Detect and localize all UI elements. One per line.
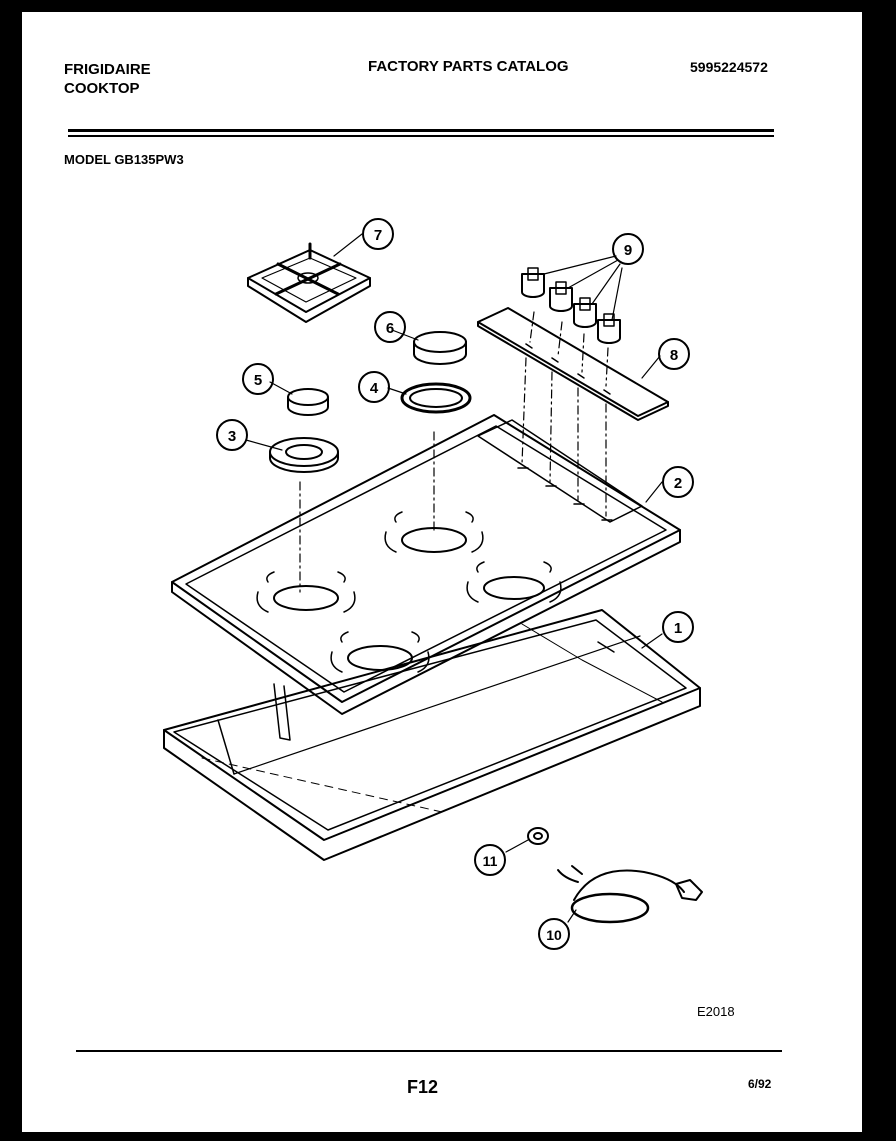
callout-10: 10 — [538, 918, 570, 950]
callout-leaders — [245, 233, 663, 923]
callout-8: 8 — [658, 338, 690, 370]
product-type: COOKTOP — [64, 80, 140, 97]
knob-4 — [597, 313, 621, 344]
part-10-power-cord — [557, 865, 703, 924]
callout-9: 9 — [612, 233, 644, 265]
callout-3-number: 3 — [228, 428, 236, 445]
knob-3 — [573, 297, 597, 328]
callout-5-number: 5 — [254, 372, 262, 389]
model-label: MODEL GB135PW3 — [64, 152, 184, 167]
brand-name: FRIGIDAIRE — [64, 61, 151, 78]
part-2-cooktop-top — [171, 414, 681, 715]
knob-1 — [521, 267, 545, 298]
part-4-burner-ring — [400, 382, 472, 414]
callout-8-number: 8 — [670, 347, 678, 364]
callout-6-number: 6 — [386, 320, 394, 337]
callout-9-number: 9 — [624, 242, 632, 259]
callout-1: 1 — [662, 611, 694, 643]
callout-7: 7 — [362, 218, 394, 250]
part-9-control-knobs — [521, 267, 621, 344]
callout-10-number: 10 — [546, 927, 562, 943]
burner-well-rear-right — [466, 561, 562, 603]
callout-3: 3 — [216, 419, 248, 451]
drawing-code: E2018 — [697, 1004, 735, 1019]
callout-2: 2 — [662, 466, 694, 498]
catalog-part-number: 5995224572 — [690, 59, 768, 75]
part-6-burner-cap — [413, 331, 467, 365]
print-date: 6/92 — [748, 1077, 772, 1091]
page-number: F12 — [407, 1077, 439, 1097]
callout-4: 4 — [358, 371, 390, 403]
catalog-title: FACTORY PARTS CATALOG — [368, 58, 569, 75]
burner-well-front-left — [256, 571, 356, 613]
part-11-grommet — [527, 827, 549, 845]
header-rule-top — [68, 129, 774, 132]
burner-well-front-right — [330, 631, 430, 673]
callout-6: 6 — [374, 311, 406, 343]
part-8-control-panel — [477, 307, 669, 421]
callout-2-number: 2 — [674, 475, 682, 492]
callout-1-number: 1 — [674, 620, 682, 637]
footer-rule — [76, 1050, 782, 1052]
part-7-burner-grate — [247, 242, 371, 323]
part-5-burner-cap — [287, 388, 329, 416]
callout-4-number: 4 — [370, 380, 379, 397]
header-rule-bottom — [68, 135, 774, 137]
knob-2 — [549, 281, 573, 312]
exploded-parts-diagram: 1 2 3 4 5 6 7 — [163, 218, 703, 950]
brand-block: FRIGIDAIRE COOKTOP — [64, 60, 151, 98]
callout-5: 5 — [242, 363, 274, 395]
callout-7-number: 7 — [374, 227, 382, 244]
control-holes — [517, 467, 613, 521]
callout-11-number: 11 — [483, 853, 498, 869]
paper-sheet: FRIGIDAIRE COOKTOP FACTORY PARTS CATALOG… — [22, 12, 862, 1132]
part-3-burner-ring — [269, 437, 339, 473]
callout-11: 11 — [474, 844, 506, 876]
